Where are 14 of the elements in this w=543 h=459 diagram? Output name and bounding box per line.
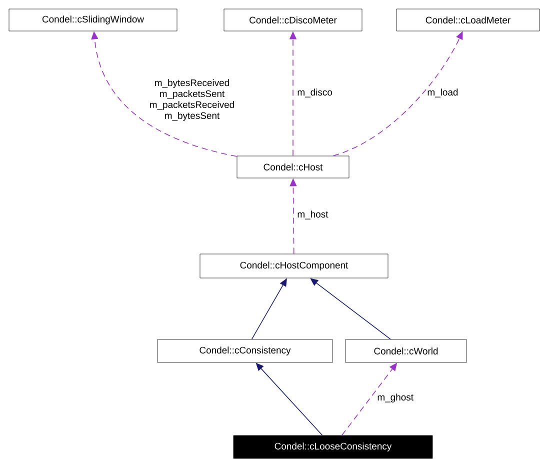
class-box: Condel::cConsistency [157,339,333,363]
class-box: Condel::cHost [236,156,350,178]
class-box: Condel::cDiscoMeter [224,8,362,32]
edge-label: m_host [296,210,330,220]
class-box: Condel::cHostComponent [200,254,388,278]
edge-label: m_load [426,88,460,98]
class-box: Condel::cSlidingWindow [8,8,178,32]
class-box: Condel::cWorld [345,339,467,363]
edge-label: m_bytesReceived m_packetsSent m_packetsReceived m_bytesSent [145,78,239,122]
class-box: Condel::cLoadMeter [396,8,540,32]
class-box: Condel::cLooseConsistency [233,435,433,459]
edge-label: m_ghost [376,392,414,404]
edge-label: m_disco [296,88,334,98]
arrow [310,278,391,340]
